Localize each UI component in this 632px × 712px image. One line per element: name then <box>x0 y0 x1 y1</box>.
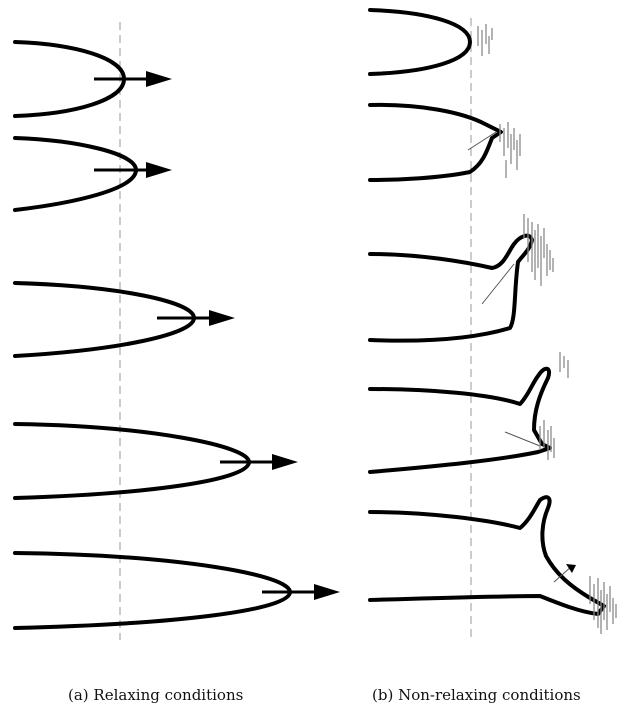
plastic-zone-b3 <box>524 214 553 286</box>
crack-tip-b1 <box>370 10 492 74</box>
caption-relaxing: (a) Relaxing conditions <box>68 686 243 704</box>
crack-tip-b2 <box>370 105 520 180</box>
plastic-zone-b2 <box>500 122 520 178</box>
panel-b-non-relaxing <box>370 10 616 640</box>
crack-tip-a1 <box>15 42 172 116</box>
crack-tip-b4 <box>370 352 568 472</box>
panel-a-relaxing <box>15 22 340 640</box>
crack-tip-a2 <box>15 138 172 210</box>
crack-tip-a5 <box>15 553 340 628</box>
crack-tip-b3 <box>370 214 553 341</box>
branch-arrow-head <box>566 564 576 573</box>
plastic-zone-b1 <box>478 24 492 56</box>
crack-tip-b5 <box>370 497 616 634</box>
crack-tip-a4 <box>15 424 298 498</box>
caption-non-relaxing: (b) Non-relaxing conditions <box>372 686 581 704</box>
crack-tip-a3 <box>15 283 235 356</box>
